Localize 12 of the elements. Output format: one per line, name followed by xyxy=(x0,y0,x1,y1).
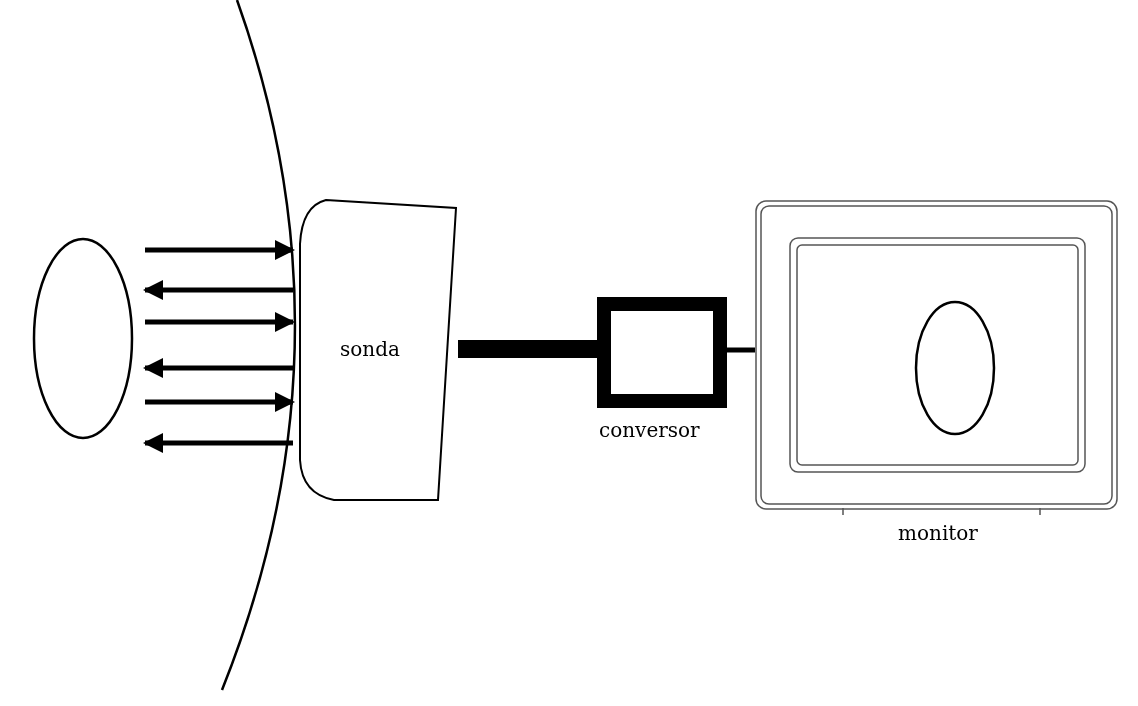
ellipse-object xyxy=(32,237,134,440)
cable xyxy=(727,347,755,353)
arrow xyxy=(145,312,295,332)
probe-label: sonda xyxy=(340,336,400,363)
arrow xyxy=(143,433,293,453)
arrow xyxy=(145,240,295,260)
arrow xyxy=(143,280,293,300)
converter-label: conversor xyxy=(599,417,700,444)
monitor-label: monitor xyxy=(898,520,978,547)
cable xyxy=(458,340,597,358)
arrow xyxy=(143,358,293,378)
arrow xyxy=(145,392,295,412)
